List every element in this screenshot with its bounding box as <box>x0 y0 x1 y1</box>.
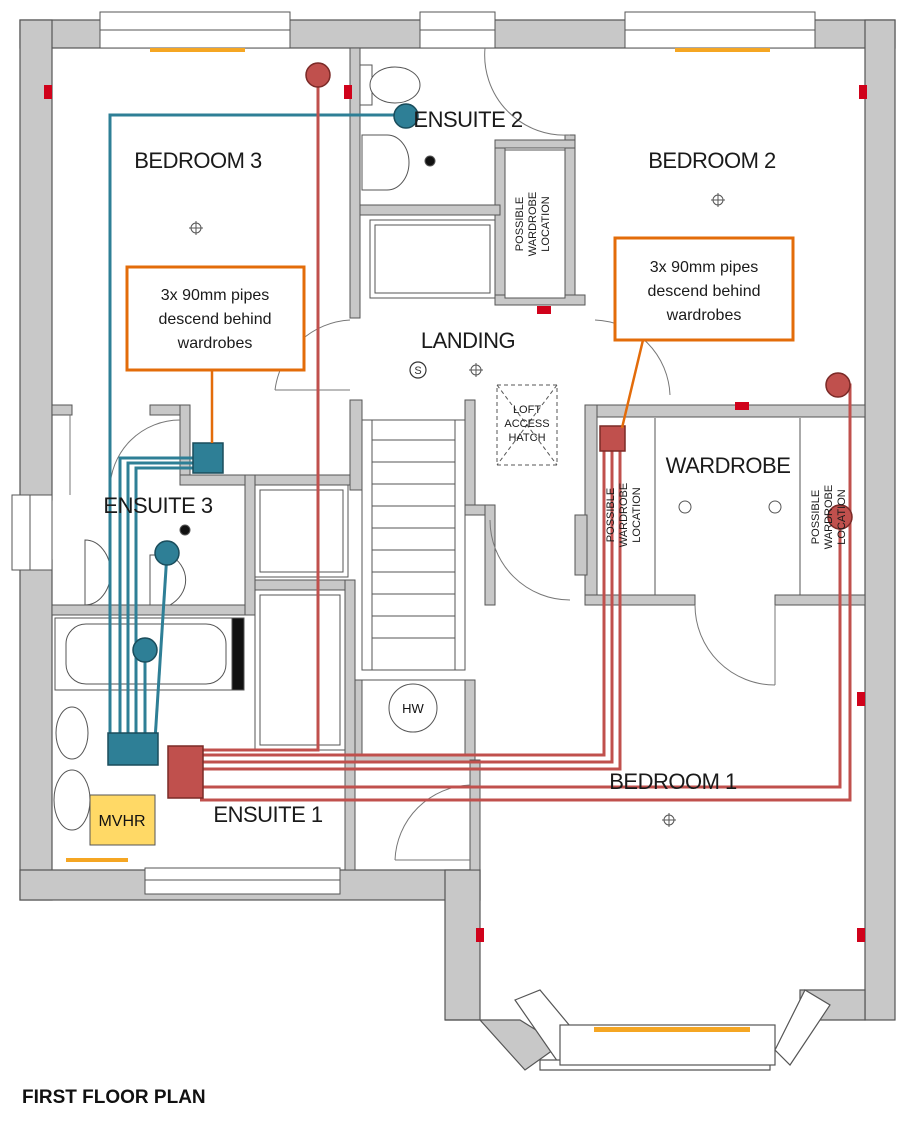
svg-text:LOCATION: LOCATION <box>631 487 643 542</box>
ensuite2-basin <box>361 134 410 191</box>
loft-line1: LOFT <box>513 404 541 416</box>
callout-right-line3: wardrobes <box>666 307 742 324</box>
staircase <box>361 419 466 671</box>
label-bedroom2: BEDROOM 2 <box>648 148 776 173</box>
supply-manifold <box>107 732 159 766</box>
possible-wardrobe-bed2: POSSIBLE WARDROBE LOCATION <box>514 192 552 256</box>
svg-text:POSSIBLE: POSSIBLE <box>810 490 822 544</box>
extract-valve-bedroom3 <box>305 62 331 88</box>
mvhr-label: MVHR <box>98 813 145 830</box>
callout-left-line2: descend behind <box>159 311 272 328</box>
supply-valve-ensuite3 <box>154 540 180 566</box>
callout-right: 3x 90mm pipes descend behind wardrobes <box>613 236 795 429</box>
bay-window <box>514 989 831 1071</box>
callout-left: 3x 90mm pipes descend behind wardrobes <box>125 265 306 443</box>
label-ensuite3: ENSUITE 3 <box>103 493 212 518</box>
label-landing: LANDING <box>421 328 515 353</box>
internal-walls <box>51 47 866 871</box>
label-ensuite2: ENSUITE 2 <box>413 107 522 132</box>
possible-wardrobe-wardrobe-right: POSSIBLE WARDROBE LOCATION <box>810 485 848 549</box>
plan-title: FIRST FLOOR PLAN <box>22 1087 206 1108</box>
extract-valve-wardrobe <box>827 504 853 530</box>
extract-valve-bedroom2 <box>825 372 851 398</box>
svg-text:S: S <box>414 365 421 377</box>
supply-riser-left <box>192 442 224 474</box>
ensuite1-toilet <box>53 769 91 831</box>
socket-markers <box>44 85 867 942</box>
label-bedroom3: BEDROOM 3 <box>134 148 262 173</box>
label-ensuite1: ENSUITE 1 <box>213 802 322 827</box>
fixtures <box>53 64 801 831</box>
hot-water-cylinder <box>388 683 438 733</box>
supply-valve-ensuite1 <box>132 637 158 663</box>
extract-manifold <box>167 745 204 799</box>
ensuite2-toilet <box>369 66 421 104</box>
extract-riser-right <box>599 425 626 452</box>
svg-text:WARDROBE: WARDROBE <box>618 483 630 547</box>
ceiling-light-icons <box>179 155 782 827</box>
svg-text:LOCATION: LOCATION <box>540 196 552 251</box>
supply-ducts <box>108 113 405 741</box>
callout-left-line1: 3x 90mm pipes <box>161 287 270 304</box>
label-wardrobe: WARDROBE <box>666 453 791 478</box>
smoke-detector-icon: S <box>409 361 427 379</box>
top-windows <box>11 11 816 895</box>
extract-terminals <box>167 62 853 799</box>
svg-text:WARDROBE: WARDROBE <box>527 192 539 256</box>
supply-terminals <box>107 103 419 766</box>
label-bedroom1: BEDROOM 1 <box>609 769 737 794</box>
label-hw: HW <box>402 701 424 716</box>
possible-wardrobe-wardrobe-left: POSSIBLE WARDROBE LOCATION <box>605 483 643 547</box>
callout-left-line3: wardrobes <box>177 335 253 352</box>
svg-text:POSSIBLE: POSSIBLE <box>514 197 526 251</box>
svg-text:POSSIBLE: POSSIBLE <box>605 488 617 542</box>
mvhr-unit <box>89 794 156 846</box>
callout-right-line2: descend behind <box>648 283 761 300</box>
svg-text:WARDROBE: WARDROBE <box>823 485 835 549</box>
loft-line3: HATCH <box>508 432 545 444</box>
supply-valve-ensuite2 <box>393 103 419 129</box>
callout-right-line1: 3x 90mm pipes <box>650 259 759 276</box>
svg-text:LOCATION: LOCATION <box>836 489 848 544</box>
loft-line2: ACCESS <box>504 418 549 430</box>
